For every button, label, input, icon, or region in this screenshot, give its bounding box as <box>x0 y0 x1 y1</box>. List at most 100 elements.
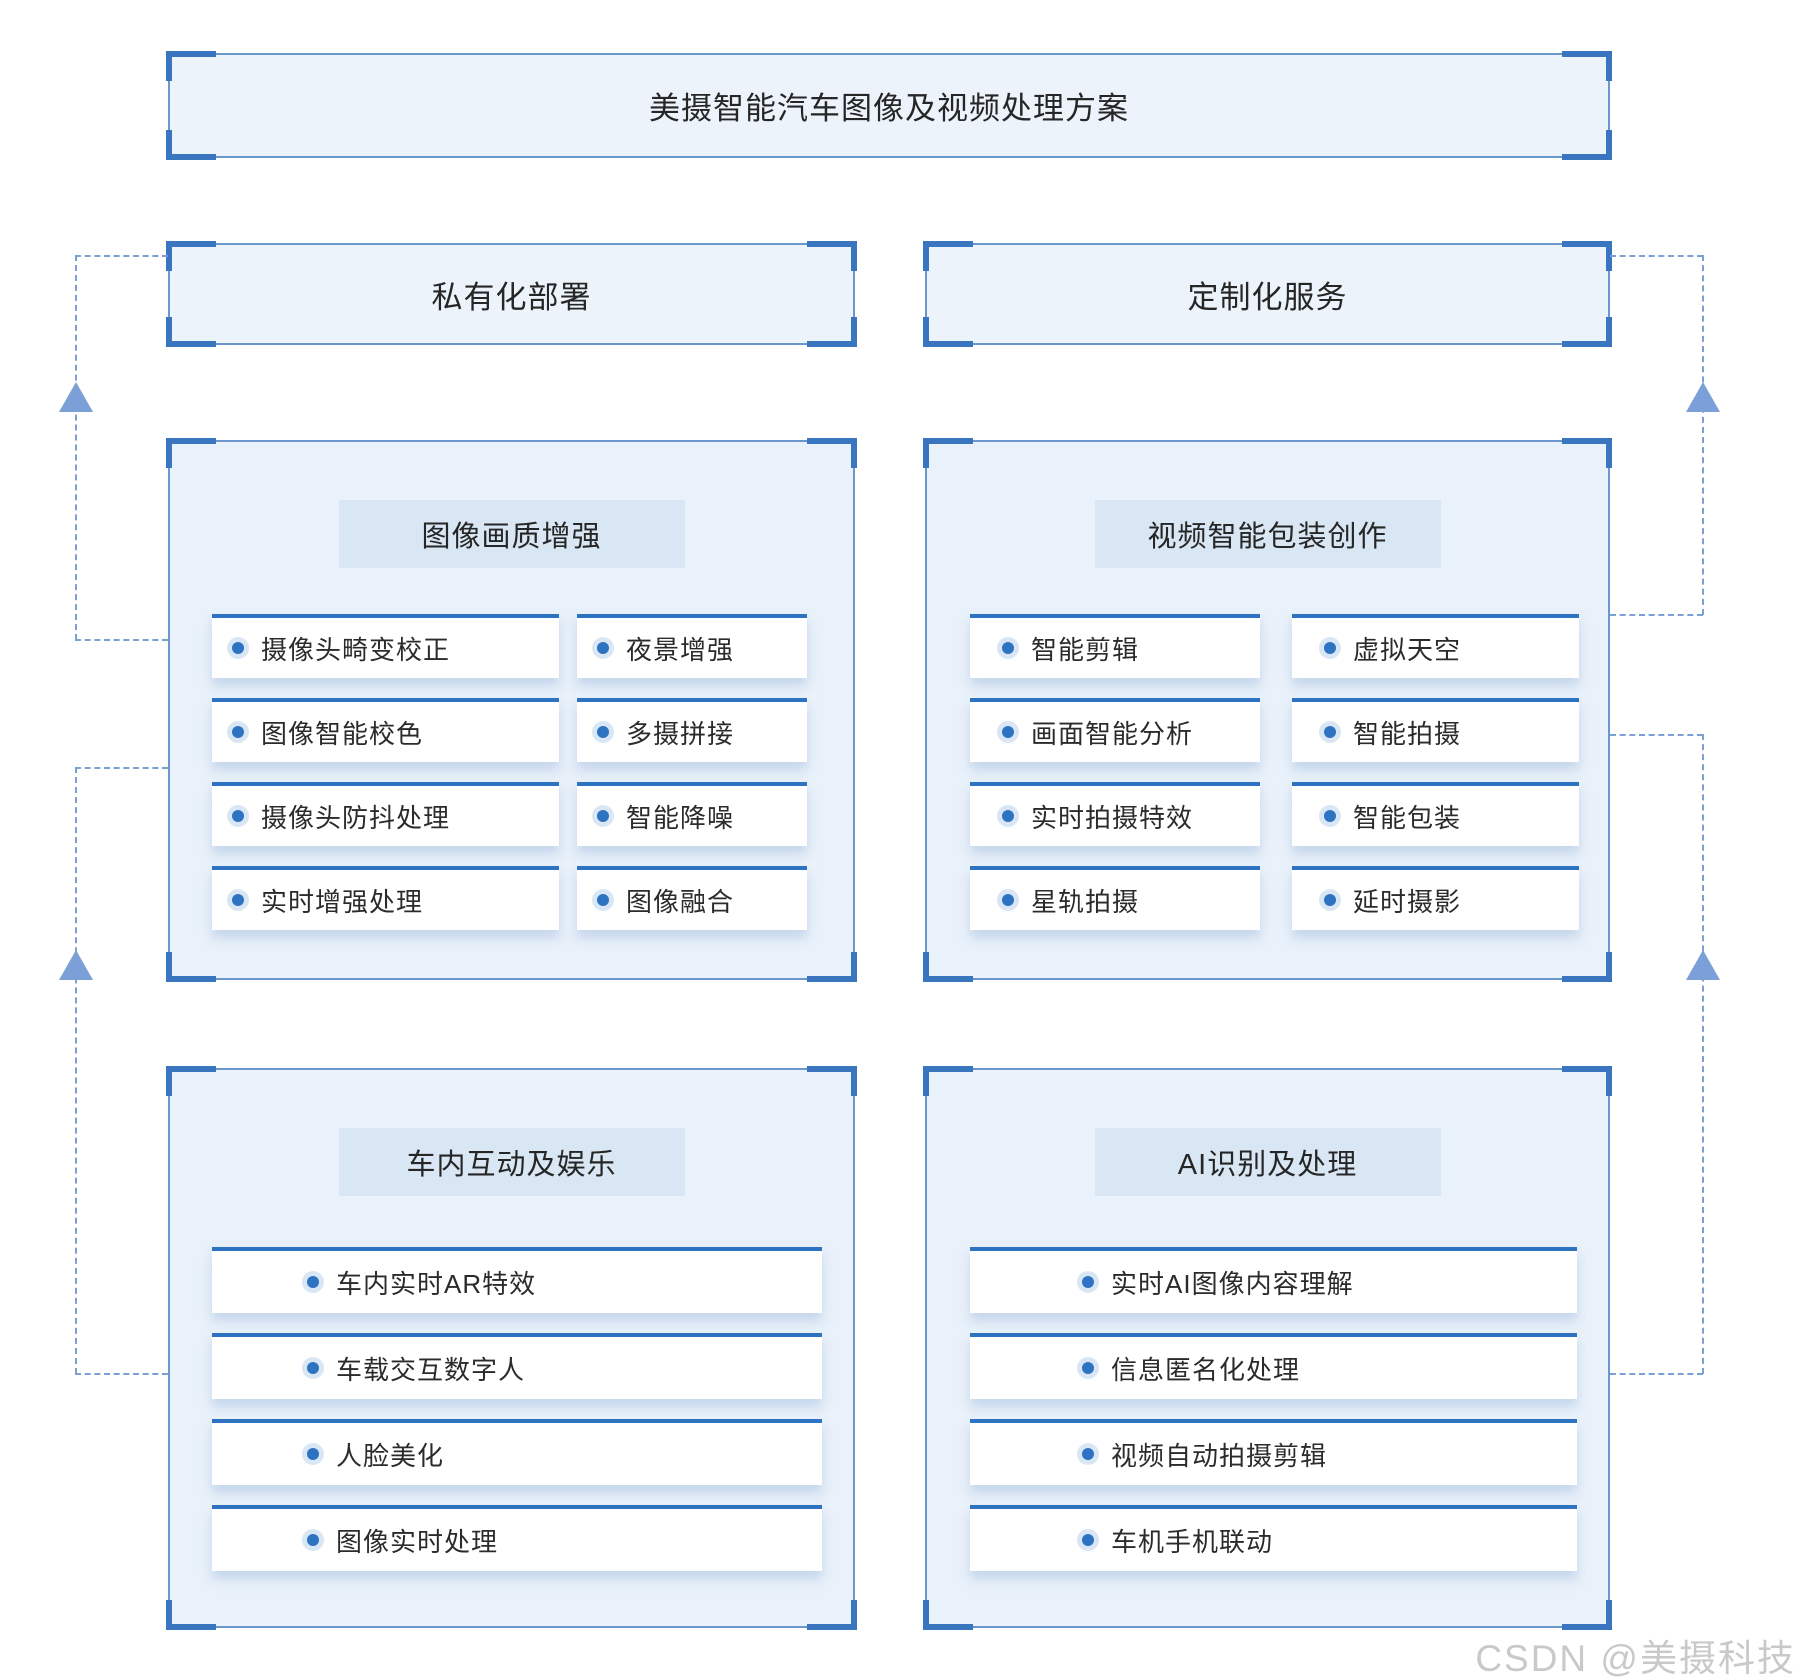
corner-bracket <box>807 1600 857 1630</box>
corner-bracket <box>1562 317 1612 347</box>
panel-header: AI识别及处理 <box>1094 1128 1441 1196</box>
bullet-icon <box>307 1276 319 1288</box>
feature-item: 图像实时处理 <box>212 1505 822 1571</box>
corner-bracket <box>807 317 857 347</box>
corner-bracket <box>923 241 973 271</box>
arrow-up-icon <box>59 382 93 412</box>
feature-item-label: 车机手机联动 <box>1111 1526 1274 1557</box>
corner-bracket <box>166 1066 216 1096</box>
panel-header: 图像画质增强 <box>338 500 685 568</box>
feature-item-label: 智能降噪 <box>626 802 735 833</box>
bullet-icon <box>597 894 609 906</box>
dashed-connector <box>75 255 168 257</box>
bullet-icon <box>232 894 244 906</box>
corner-bracket <box>1562 130 1612 160</box>
feature-item-label: 车载交互数字人 <box>336 1354 526 1385</box>
corner-bracket <box>1562 952 1612 982</box>
bullet-icon <box>1324 894 1336 906</box>
feature-item: 图像融合 <box>577 866 807 930</box>
watermark: CSDN @美摄科技 <box>1475 1638 1796 1679</box>
bullet-icon <box>1002 810 1014 822</box>
feature-item: 夜景增强 <box>577 614 807 678</box>
dashed-connector <box>75 255 77 640</box>
corner-bracket <box>807 1066 857 1096</box>
corner-bracket <box>923 1600 973 1630</box>
bullet-icon <box>1002 726 1014 738</box>
feature-item-label: 人脸美化 <box>336 1440 445 1471</box>
feature-item-label: 夜景增强 <box>626 634 735 665</box>
feature-item-label: 智能剪辑 <box>1031 634 1140 665</box>
main-title-box: 美摄智能汽车图像及视频处理方案 <box>166 51 1612 160</box>
feature-item-label: 智能包装 <box>1353 802 1462 833</box>
dashed-connector <box>75 767 168 769</box>
feature-item-label: 智能拍摄 <box>1353 718 1462 749</box>
feature-item: 实时增强处理 <box>212 866 559 930</box>
feature-item: 智能包装 <box>1292 782 1579 846</box>
main-title: 美摄智能汽车图像及视频处理方案 <box>649 91 1129 126</box>
corner-bracket <box>166 241 216 271</box>
feature-item-label: 图像融合 <box>626 886 735 917</box>
bullet-icon <box>232 726 244 738</box>
dashed-connector <box>1610 614 1703 616</box>
corner-bracket <box>166 51 216 81</box>
feature-item-label: 信息匿名化处理 <box>1111 1354 1301 1385</box>
feature-item-label: 摄像头畸变校正 <box>261 634 451 665</box>
corner-bracket <box>1562 438 1612 468</box>
bullet-icon <box>1082 1276 1094 1288</box>
corner-bracket <box>166 952 216 982</box>
panel-image-quality: 图像画质增强 摄像头畸变校正 夜景增强 图像智能校色 多摄拼接 摄像头防抖处理 … <box>166 438 857 982</box>
feature-item-label: 画面智能分析 <box>1031 718 1194 749</box>
bullet-icon <box>1082 1448 1094 1460</box>
feature-item-label: 实时拍摄特效 <box>1031 802 1194 833</box>
feature-item: 延时摄影 <box>1292 866 1579 930</box>
bullet-icon <box>232 810 244 822</box>
bullet-icon <box>1082 1534 1094 1546</box>
feature-item-label: 图像实时处理 <box>336 1526 499 1557</box>
feature-item-label: 视频自动拍摄剪辑 <box>1111 1440 1328 1471</box>
private-deployment-label: 私有化部署 <box>431 279 592 315</box>
feature-item: 人脸美化 <box>212 1419 822 1485</box>
feature-item-label: 车内实时AR特效 <box>336 1268 537 1299</box>
bullet-icon <box>1324 726 1336 738</box>
feature-item: 实时AI图像内容理解 <box>970 1247 1577 1313</box>
bullet-icon <box>307 1534 319 1546</box>
panel-video-packaging: 视频智能包装创作 智能剪辑 虚拟天空 画面智能分析 智能拍摄 实时拍摄特效 智能… <box>923 438 1612 982</box>
corner-bracket <box>807 438 857 468</box>
bullet-icon <box>597 810 609 822</box>
bullet-icon <box>307 1362 319 1374</box>
dashed-connector <box>75 639 168 641</box>
bullet-icon <box>597 642 609 654</box>
dashed-connector <box>75 1373 168 1375</box>
feature-item-label: 星轨拍摄 <box>1031 886 1140 917</box>
feature-item: 星轨拍摄 <box>970 866 1260 930</box>
feature-item-label: 多摄拼接 <box>626 718 735 749</box>
bullet-icon <box>232 642 244 654</box>
corner-bracket <box>166 317 216 347</box>
private-deployment-box: 私有化部署 <box>166 241 857 347</box>
bullet-icon <box>1324 642 1336 654</box>
customized-service-box: 定制化服务 <box>923 241 1612 347</box>
feature-item: 实时拍摄特效 <box>970 782 1260 846</box>
feature-item-label: 延时摄影 <box>1353 886 1462 917</box>
corner-bracket <box>923 1066 973 1096</box>
corner-bracket <box>1562 51 1612 81</box>
bullet-icon <box>1002 894 1014 906</box>
feature-item: 智能降噪 <box>577 782 807 846</box>
corner-bracket <box>166 438 216 468</box>
arrow-up-icon <box>59 950 93 980</box>
dashed-connector <box>75 767 77 1374</box>
dashed-connector <box>1610 734 1703 736</box>
dashed-connector <box>1610 255 1703 257</box>
corner-bracket <box>166 130 216 160</box>
dashed-connector <box>1702 255 1704 615</box>
arrow-up-icon <box>1686 382 1720 412</box>
feature-item: 画面智能分析 <box>970 698 1260 762</box>
bullet-icon <box>307 1448 319 1460</box>
feature-item: 智能拍摄 <box>1292 698 1579 762</box>
bullet-icon <box>1082 1362 1094 1374</box>
feature-item: 信息匿名化处理 <box>970 1333 1577 1399</box>
feature-item: 智能剪辑 <box>970 614 1260 678</box>
corner-bracket <box>923 952 973 982</box>
corner-bracket <box>1562 1066 1612 1096</box>
corner-bracket <box>923 438 973 468</box>
